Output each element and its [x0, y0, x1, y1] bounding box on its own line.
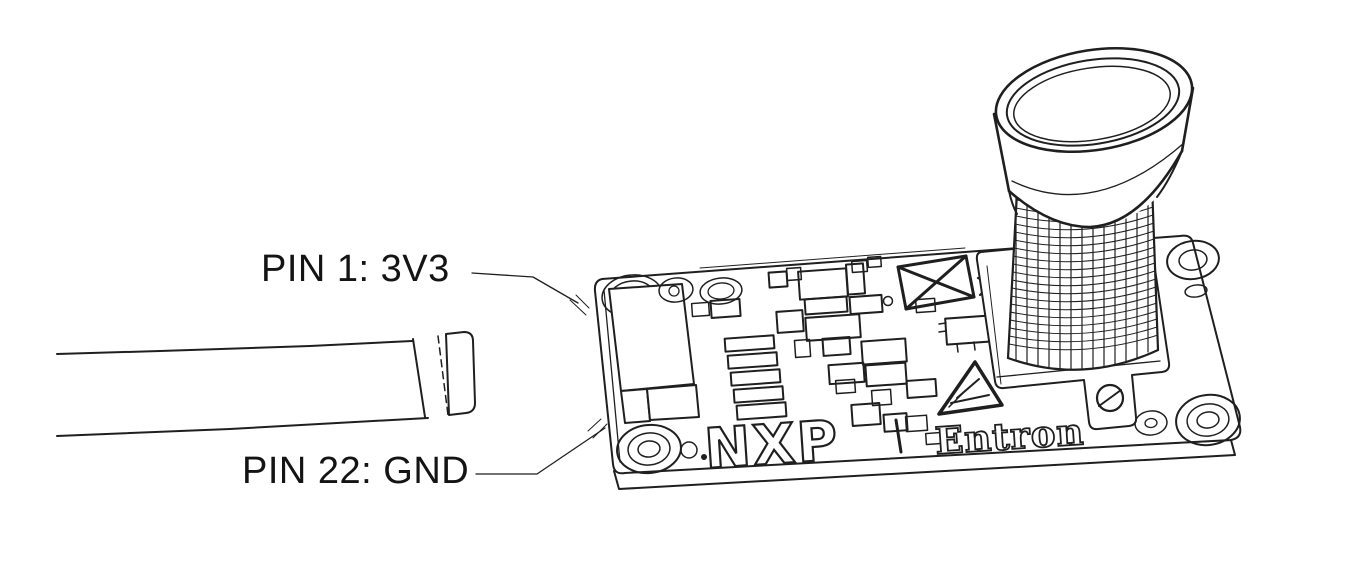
test-point-mark [894, 418, 903, 454]
pin22-leader-line [475, 418, 608, 475]
nxp-logo: NXP [703, 408, 842, 481]
lens-glass [1013, 65, 1171, 143]
smd-components [690, 255, 994, 454]
pin22-label: PIN 22: GND [242, 450, 470, 492]
esd-warning-icon [937, 360, 1004, 416]
pin1-leader-line [471, 272, 590, 316]
silkscreen: NXP Entron [702, 407, 1087, 482]
ffc-connector [608, 283, 700, 424]
via-circles [658, 277, 743, 305]
pcb-top-edge-inner-line [699, 247, 966, 269]
mounting-hole-bottom-left [616, 423, 682, 475]
cable-end-cap [445, 331, 476, 416]
ring-marker [680, 410, 1168, 460]
pin1-label: PIN 1: 3V3 [261, 248, 450, 290]
entron-logo: Entron [934, 409, 1086, 463]
cable-stiffener-line [412, 338, 426, 418]
lens-barrel [992, 46, 1195, 229]
flex-cable [56, 331, 476, 437]
cable-stiffener-dashed-line [437, 335, 449, 416]
cable-top-edge [56, 340, 413, 355]
lens-screw-icon [1095, 383, 1125, 413]
mounting-hole-bottom-right [1175, 393, 1241, 447]
crossed-box-icon [896, 254, 976, 311]
cable-bottom-edge [56, 417, 429, 437]
capacitor-bank [723, 334, 788, 421]
pcb-left-edge-inner-line [603, 289, 621, 463]
mounting-hole-top-right [1166, 239, 1220, 298]
